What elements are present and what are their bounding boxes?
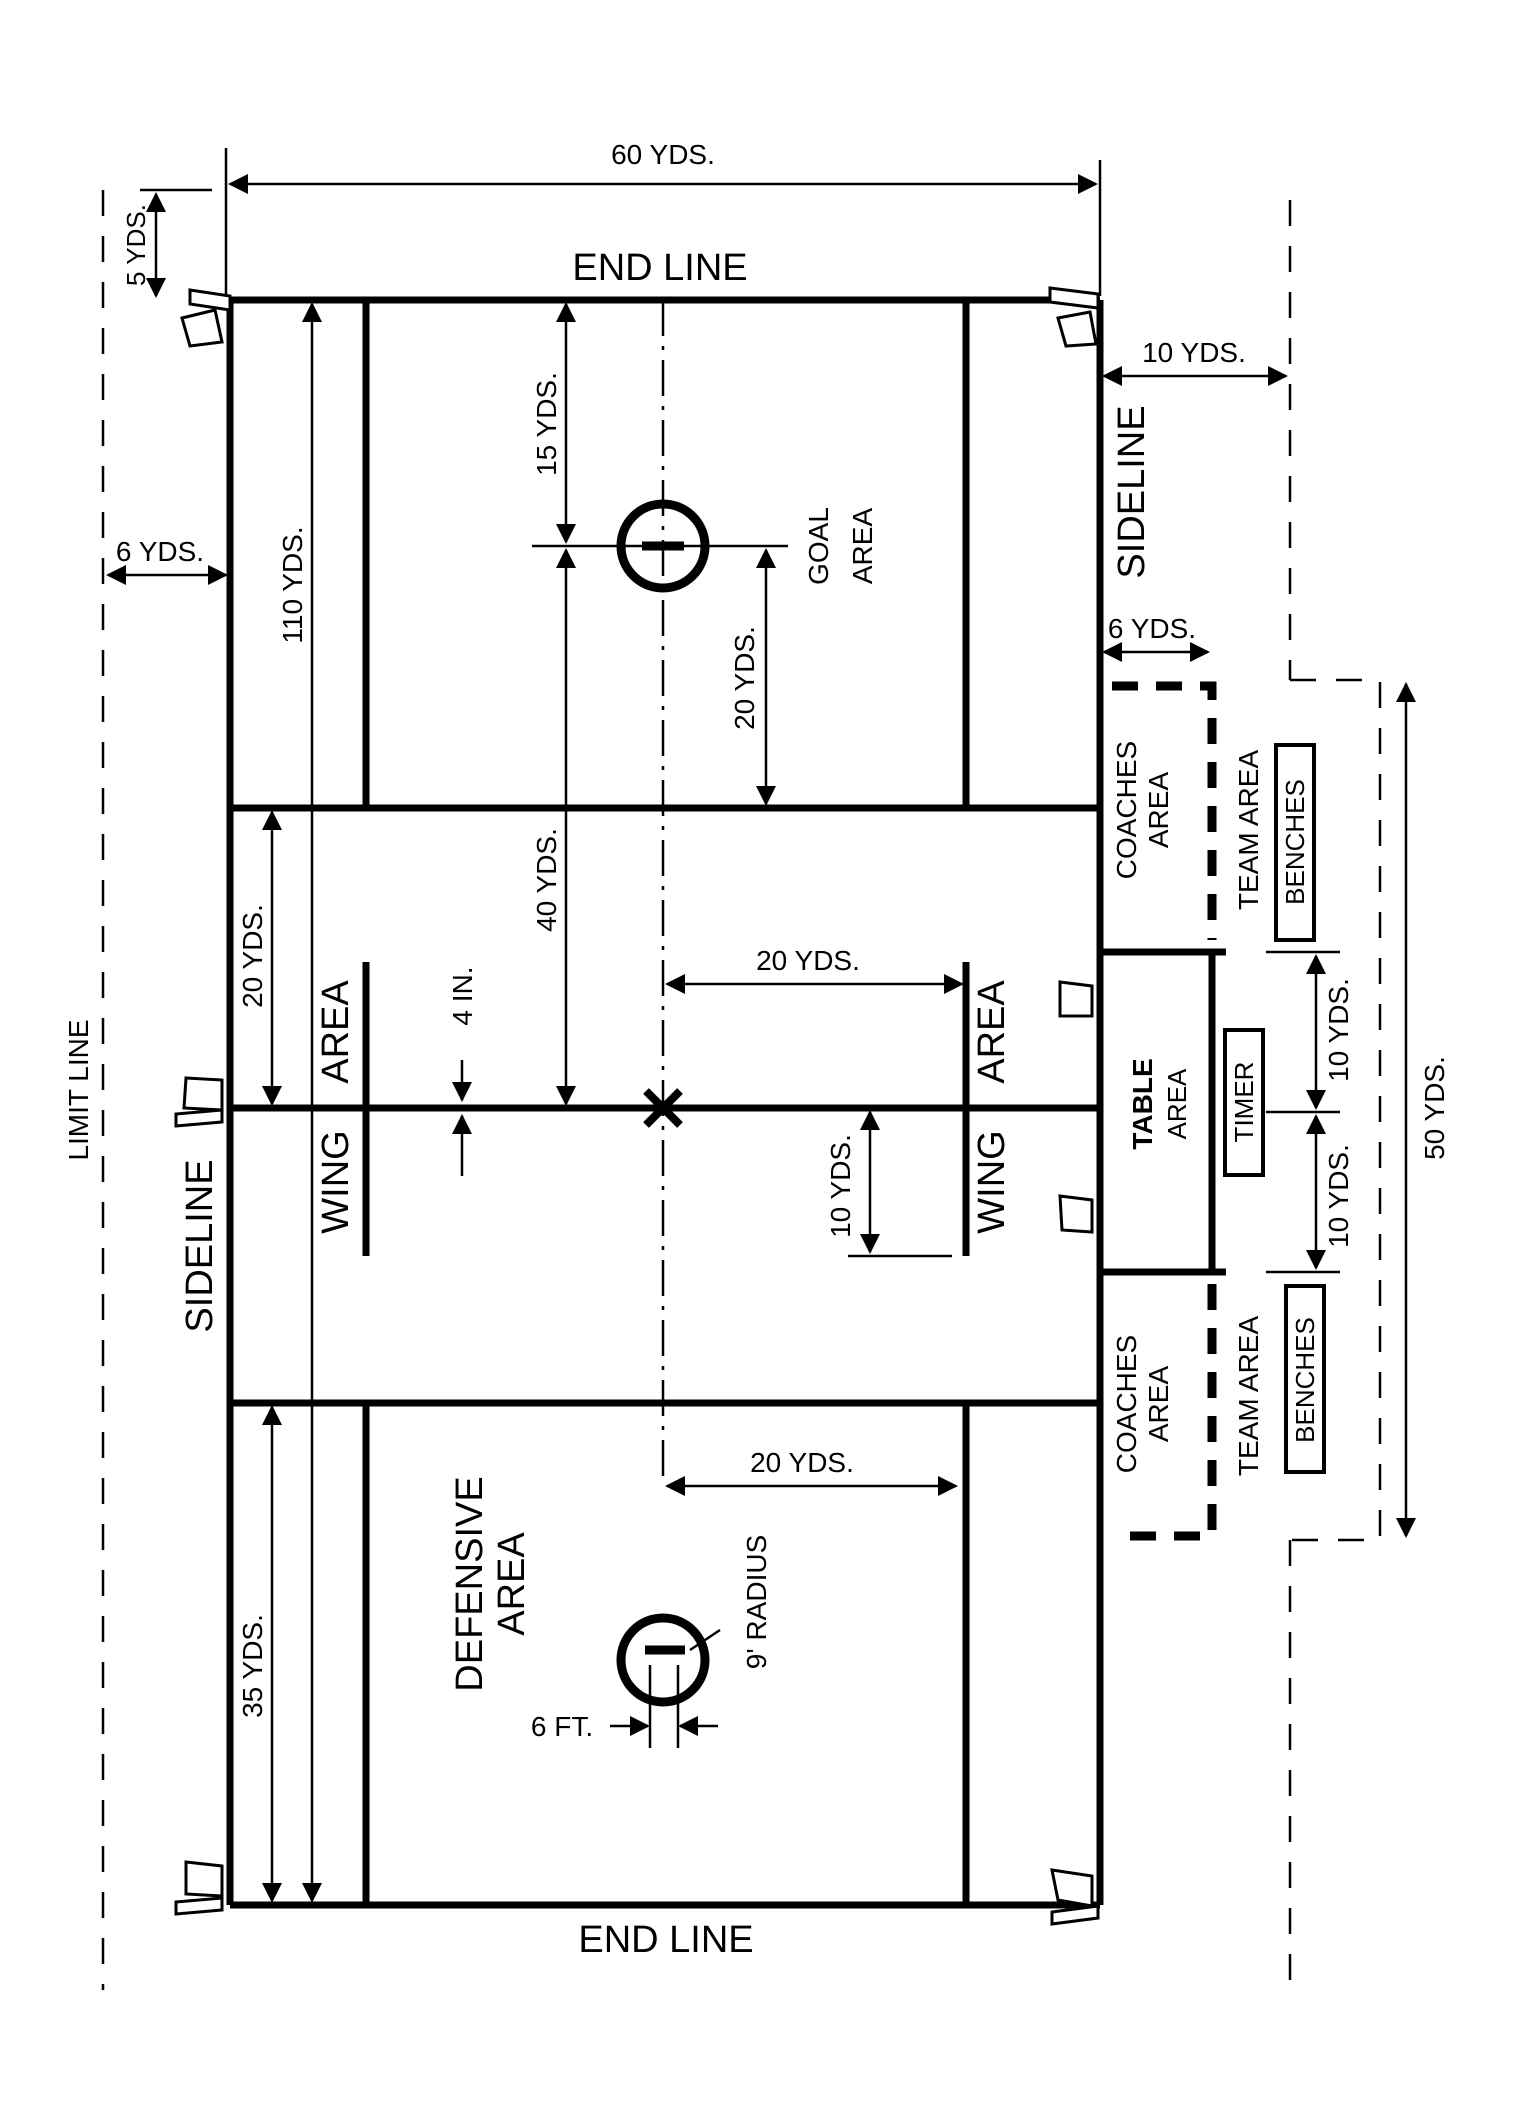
field-outline (226, 296, 1104, 1909)
goal-crease-bottom (610, 1613, 721, 1748)
sideline-left-label: SIDELINE (179, 1159, 221, 1332)
wing-right-label: WING (971, 1130, 1013, 1233)
wing-left-label: WING (315, 1130, 357, 1233)
table-label: TABLE (1127, 1058, 1158, 1149)
table-area-label: AREA (1162, 1068, 1192, 1139)
coaches-area-bottom-1: COACHES (1111, 1335, 1142, 1473)
ten-yds-table-top-label: 10 YDS. (1323, 978, 1354, 1082)
coaches-area-top-1: COACHES (1111, 741, 1142, 879)
team-area-bottom-label: TEAM AREA (1233, 1316, 1264, 1477)
fifteen-yds-label: 15 YDS. (531, 372, 562, 476)
six-yds-coach-label: 6 YDS. (1108, 613, 1196, 644)
coaches-area-bottom-boundary (1112, 1284, 1217, 1541)
center-x-mark (643, 1088, 683, 1128)
goal-icons (174, 286, 1100, 1926)
coaches-area-top-boundary (1112, 681, 1217, 940)
limit-line-label: LIMIT LINE (63, 1019, 94, 1160)
width-60-label: 60 YDS. (611, 139, 715, 170)
six-ft-label: 6 FT. (531, 1711, 593, 1742)
timer-label: TIMER (1229, 1062, 1259, 1143)
defensive-area-label-1: DEFENSIVE (449, 1476, 491, 1691)
benches-box-top (1274, 743, 1316, 942)
benches-top-label: BENCHES (1280, 779, 1310, 905)
area-left-label: AREA (315, 980, 357, 1084)
ten-yds-sideline-label: 10 YDS. (1142, 337, 1246, 368)
team-area-top-label: TEAM AREA (1233, 750, 1264, 911)
end-line-top-label: END LINE (572, 247, 747, 289)
forty-yds-label: 40 YDS. (531, 828, 562, 932)
twenty-yds-left-label: 20 YDS. (237, 904, 268, 1008)
end-line-bottom-label: END LINE (578, 1919, 753, 1961)
coaches-area-top-2: AREA (1143, 772, 1174, 849)
goal-area-label-1: GOAL (803, 507, 834, 585)
benches-box-bottom (1284, 1284, 1326, 1474)
team-area-boundary (1290, 678, 1382, 1542)
thirtyfive-yds-label: 35 YDS. (237, 1614, 268, 1718)
timer-box (1223, 1028, 1265, 1177)
twenty-yds-goal-label: 20 YDS. (729, 626, 760, 730)
defensive-area-label-2: AREA (491, 1532, 533, 1636)
goal-crease-top (532, 499, 788, 593)
sideline-right-label: SIDELINE (1111, 405, 1153, 578)
length-110-label: 110 YDS. (277, 526, 308, 643)
five-yds-label: 5 YDS. (121, 204, 151, 286)
ten-yds-table-bottom-label: 10 YDS. (1323, 1144, 1354, 1248)
coaches-area-bottom-2: AREA (1143, 1366, 1174, 1443)
goal-area-label-2: AREA (847, 508, 878, 585)
ten-yds-wing-label: 10 YDS. (825, 1134, 856, 1238)
area-right-label: AREA (971, 980, 1013, 1084)
fifty-yds-label: 50 YDS. (1419, 1056, 1450, 1160)
four-in-label: 4 IN. (447, 966, 478, 1025)
benches-bottom-label: BENCHES (1290, 1317, 1320, 1443)
twenty-yds-center-label: 20 YDS. (756, 945, 860, 976)
six-yds-left-label: 6 YDS. (116, 536, 204, 567)
twenty-yds-defense-label: 20 YDS. (750, 1447, 854, 1478)
radius-label: 9' RADIUS (741, 1535, 772, 1670)
